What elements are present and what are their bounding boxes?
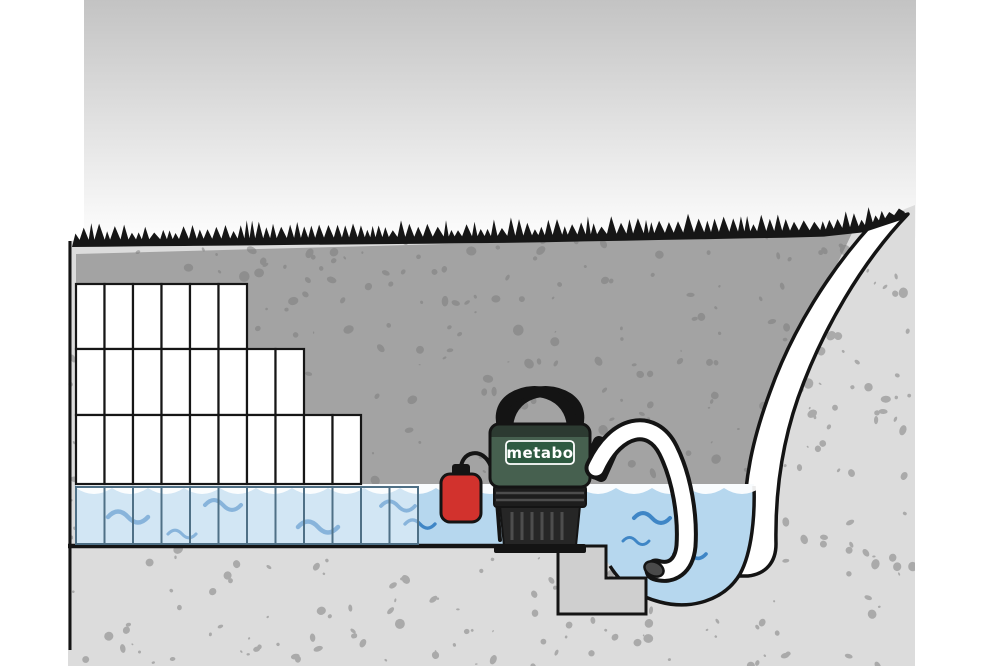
drain-hose (584, 418, 698, 583)
sky (84, 0, 916, 238)
metabo-badge (505, 440, 575, 465)
pump-handle (502, 386, 585, 442)
hose-body (588, 422, 694, 579)
pump-body-top-band (490, 424, 590, 437)
stacked-blocks (74, 282, 363, 486)
submersible-pump: metabo (488, 386, 620, 553)
pump-intake-slots (510, 512, 564, 540)
metabo-logo: metabo (506, 444, 573, 462)
pump-foot (494, 544, 586, 553)
concrete-step (556, 544, 648, 616)
pump-handle-rear (495, 386, 578, 442)
stacked-blocks-submerged (75, 486, 419, 545)
pump-collar (493, 485, 587, 508)
hose-opening (643, 560, 665, 578)
grass (72, 207, 905, 247)
pump-collar-ribs (496, 491, 584, 502)
float-switch-body (439, 472, 483, 524)
